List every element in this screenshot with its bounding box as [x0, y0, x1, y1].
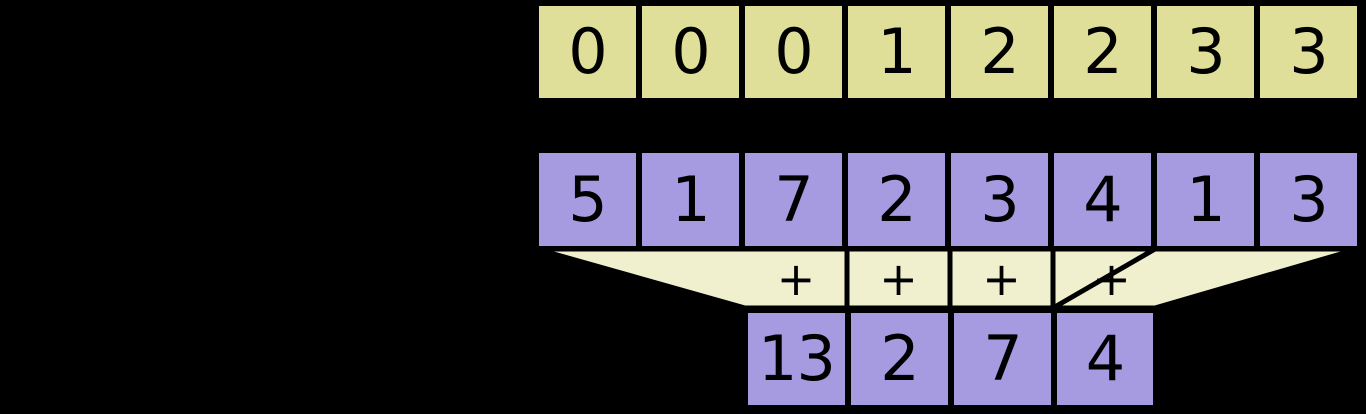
- plus-operator: +: [1092, 251, 1131, 306]
- plus-operator: +: [776, 251, 816, 306]
- result-cell: 13: [745, 310, 848, 408]
- result-cell: 2: [848, 310, 951, 408]
- flags-cell: 0: [639, 3, 742, 101]
- flags-cell: 2: [1051, 3, 1154, 101]
- value-cell: 1: [1154, 150, 1257, 249]
- value-cell: 4: [1051, 150, 1154, 249]
- value-cell: 3: [948, 150, 1051, 249]
- value-cell: 1: [639, 150, 742, 249]
- plus-operator: +: [879, 251, 918, 306]
- result-cell: 7: [951, 310, 1054, 408]
- value-cell: 3: [1257, 150, 1360, 249]
- flags-cell: 3: [1257, 3, 1360, 101]
- value-cell: 7: [742, 150, 845, 249]
- flags-cell: 0: [536, 3, 639, 101]
- plus-operator: +: [982, 251, 1021, 306]
- value-cell: 2: [845, 150, 948, 249]
- flags-cell: 0: [742, 3, 845, 101]
- flags-cell: 2: [948, 3, 1051, 101]
- result-cell: 4: [1054, 310, 1156, 408]
- flags-cell: 1: [845, 3, 948, 101]
- value-cell: 5: [536, 150, 639, 249]
- flags-cell: 3: [1154, 3, 1257, 101]
